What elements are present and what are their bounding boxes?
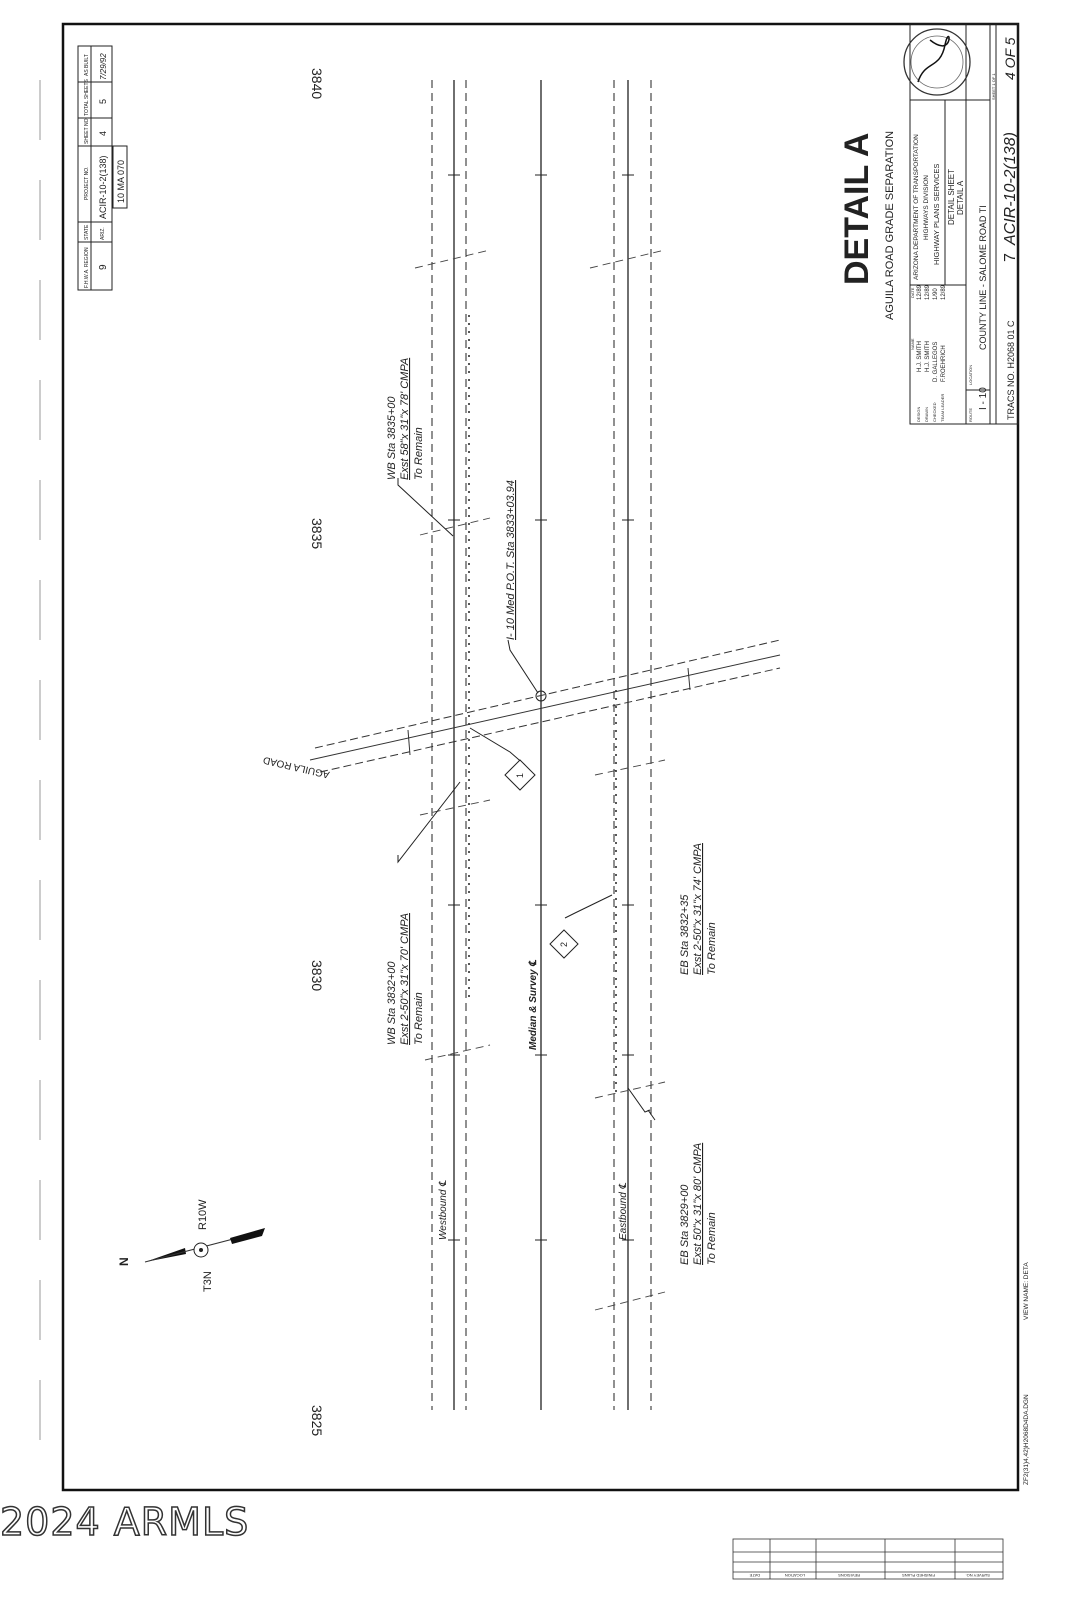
value-region: 9: [98, 264, 109, 270]
svg-text:LOCATION: LOCATION: [785, 1573, 805, 1578]
agency-line-3: HIGHWAY PLANS SERVICES: [932, 164, 941, 265]
svg-text:To Remain: To Remain: [706, 1212, 718, 1265]
svg-text:EB Sta 3832+35: EB Sta 3832+35: [679, 894, 691, 975]
annotation-wb-3832: WB Sta 3832+00 Exst 2-50"x 31"x 70' CMPA…: [386, 913, 425, 1045]
annotation-wb-3835: WB Sta 3835+00 Exst 58"x 31"x 78' CMPA T…: [386, 358, 425, 480]
sheet-title-2: DETAIL A: [956, 180, 965, 215]
station-ticks: [448, 174, 634, 1241]
pot-marker: [535, 690, 547, 702]
location-label: LOCATION: [968, 365, 973, 385]
station-label: 3825: [309, 1405, 325, 1436]
svg-text:Exst 2-50"x 31"x 70' CMPA: Exst 2-50"x 31"x 70' CMPA: [399, 913, 411, 1045]
svg-text:DRAWN: DRAWN: [924, 407, 929, 422]
svg-text:12/89: 12/89: [925, 284, 931, 300]
annotation-eb-3832: EB Sta 3832+35 Exst 2-50"x 31"x 74' CMPA…: [679, 843, 718, 975]
detail-title: DETAIL A: [838, 133, 876, 285]
annotation-pot: I- 10 Med P.O.T. Sta 3833+03.94: [505, 480, 517, 640]
header-region: F.H.W.A. REGION: [84, 247, 90, 288]
file-reference: ZF2(31)4,42)H2068D4DA.DGN: [1023, 1394, 1030, 1485]
route-label: ROUTE: [968, 408, 973, 422]
station-label: 3835: [309, 518, 325, 549]
north-label: N: [117, 1257, 131, 1266]
sheet-label: SHEET 1 OF 1: [991, 73, 996, 100]
svg-text:CHECKED: CHECKED: [932, 402, 937, 422]
sheet-title-1: DETAIL SHEET: [947, 169, 956, 225]
value-state: ARIZ.: [100, 227, 106, 240]
sheet-number: 7: [1002, 253, 1019, 262]
revision-headers: DATE LOCATION REVISIONS FINISHED PLANS S…: [749, 1573, 990, 1578]
engineer-seal: [903, 28, 971, 96]
header-as-built: AS BUILT: [84, 54, 90, 76]
location-value: COUNTY LINE - SALOME ROAD TI: [978, 205, 988, 350]
svg-text:To Remain: To Remain: [706, 922, 718, 975]
svg-text:Exst 58"x 31"x 78' CMPA: Exst 58"x 31"x 78' CMPA: [399, 358, 411, 480]
median-label: Median & Survey ℄: [528, 960, 539, 1050]
callout-diamonds: 1 2: [504, 759, 579, 959]
watermark: 2024 ARMLS: [0, 1499, 250, 1545]
title-block: DETAIL A AGUILA ROAD GRADE SEPARATION AR…: [838, 23, 1019, 425]
project-box: F.H.W.A. REGION STATE PROJECT NO. SHEET …: [77, 45, 128, 291]
detail-subtitle: AGUILA ROAD GRADE SEPARATION: [884, 131, 896, 320]
svg-text:EB Sta 3829+00: EB Sta 3829+00: [679, 1184, 691, 1265]
range-label: R10W: [197, 1199, 209, 1230]
svg-text:REVISIONS: REVISIONS: [838, 1573, 860, 1578]
view-name: VIEW NAME: DETA: [1023, 1262, 1030, 1320]
callout-2: 2: [559, 942, 569, 947]
svg-text:To Remain: To Remain: [413, 427, 425, 480]
svg-text:TEAM LEADER: TEAM LEADER: [940, 394, 945, 422]
svg-text:H.J. SMITH: H.J. SMITH: [925, 341, 931, 372]
annotation-eb-3829: EB Sta 3829+00 Exst 50"x 31"x 80' CMPA T…: [679, 1143, 718, 1265]
svg-text:1/90: 1/90: [933, 288, 939, 300]
people-rows: DESIGN H.J. SMITH 12/89 DRAWN H.J. SMITH…: [916, 284, 947, 422]
agency-line-1: ARIZONA DEPARTMENT OF TRANSPORTATION: [913, 134, 920, 280]
header-total: TOTAL SHEETS: [84, 78, 90, 116]
svg-text:I- 10 Med P.O.T. Sta 3833+03.9: I- 10 Med P.O.T. Sta 3833+03.94: [505, 480, 517, 640]
svg-text:DESIGN: DESIGN: [916, 407, 921, 422]
header-state: STATE: [84, 224, 90, 240]
station-label: 3830: [309, 960, 325, 991]
header-project: PROJECT NO.: [84, 166, 90, 200]
north-arrow: N R10W T3N: [117, 1199, 265, 1292]
revision-table: [732, 1538, 1004, 1580]
header-name: NAME: [910, 338, 915, 350]
project-number: ACIR-10-2(138): [1002, 132, 1019, 246]
value-as-built: 7/29/92: [99, 53, 108, 80]
station-labels: 3840 3835 3830 3825: [309, 68, 325, 1436]
tracs-number: TRACS NO. H2068 01 C: [1006, 320, 1016, 420]
project-code: 10 MA 070: [116, 160, 126, 203]
svg-text:SURVEY NO.: SURVEY NO.: [965, 1573, 990, 1578]
svg-text:DATE: DATE: [749, 1573, 760, 1578]
value-project: ACIR-10-2(138): [98, 155, 108, 219]
station-label: 3840: [309, 68, 325, 99]
aguila-road: [309, 639, 781, 773]
svg-text:WB Sta 3832+00: WB Sta 3832+00: [386, 961, 398, 1045]
svg-text:12/89: 12/89: [941, 284, 947, 300]
sheet-of: 4 OF 5: [1002, 37, 1018, 80]
svg-text:WB Sta 3835+00: WB Sta 3835+00: [386, 396, 398, 480]
callout-1: 1: [515, 773, 525, 778]
header-sheet: SHEET NO.: [84, 117, 90, 144]
value-total: 5: [98, 99, 108, 104]
skew-lines: [414, 249, 666, 1311]
value-sheet: 4: [98, 131, 108, 136]
township-label: T3N: [202, 1271, 214, 1292]
svg-text:FINISHED PLANS: FINISHED PLANS: [902, 1573, 935, 1578]
agency-line-2: HIGHWAYS DIVISION: [923, 175, 930, 240]
svg-text:12/89: 12/89: [917, 284, 923, 300]
header-date: DATE: [910, 287, 915, 298]
svg-text:Exst 2-50"x 31"x 74' CMPA: Exst 2-50"x 31"x 74' CMPA: [692, 843, 704, 975]
westbound-label: Westbound ℄: [438, 1180, 449, 1240]
svg-text:To Remain: To Remain: [413, 992, 425, 1045]
route-value: I - 10: [978, 387, 989, 410]
svg-text:H.J. SMITH: H.J. SMITH: [917, 341, 923, 372]
eastbound-label: Eastbound ℄: [618, 1182, 629, 1240]
svg-text:D. GALLEGOS: D. GALLEGOS: [933, 342, 939, 382]
roadway-lines: [431, 80, 652, 1410]
signature: [917, 35, 950, 83]
svg-text:Exst 50"x 31"x 80' CMPA: Exst 50"x 31"x 80' CMPA: [692, 1143, 704, 1265]
sheet-border: [61, 22, 1020, 1492]
svg-text:F.ROEHRICH: F.ROEHRICH: [941, 345, 947, 382]
leader-lines: [397, 478, 656, 1121]
